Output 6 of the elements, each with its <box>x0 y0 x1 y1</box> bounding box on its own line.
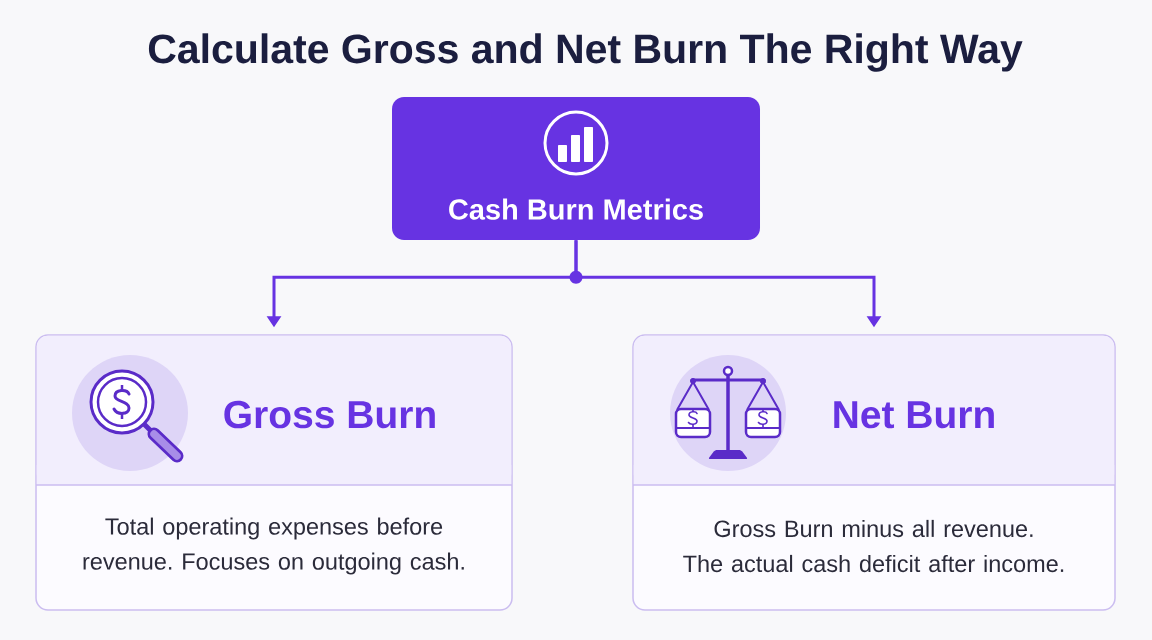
title: Calculate Gross and Net Burn The Right Way <box>148 33 1023 72</box>
card-description: Gross Burn minus all revenue. The actual cash deficit after income. <box>683 519 1064 573</box>
card-heading: Net Burn <box>834 401 994 429</box>
process-box: Cash Burn Metrics <box>392 97 760 240</box>
card-heading: Gross Burn <box>224 400 435 429</box>
card-description: Total operating expenses before revenue. Focuses on outgoing cash. <box>83 517 464 575</box>
